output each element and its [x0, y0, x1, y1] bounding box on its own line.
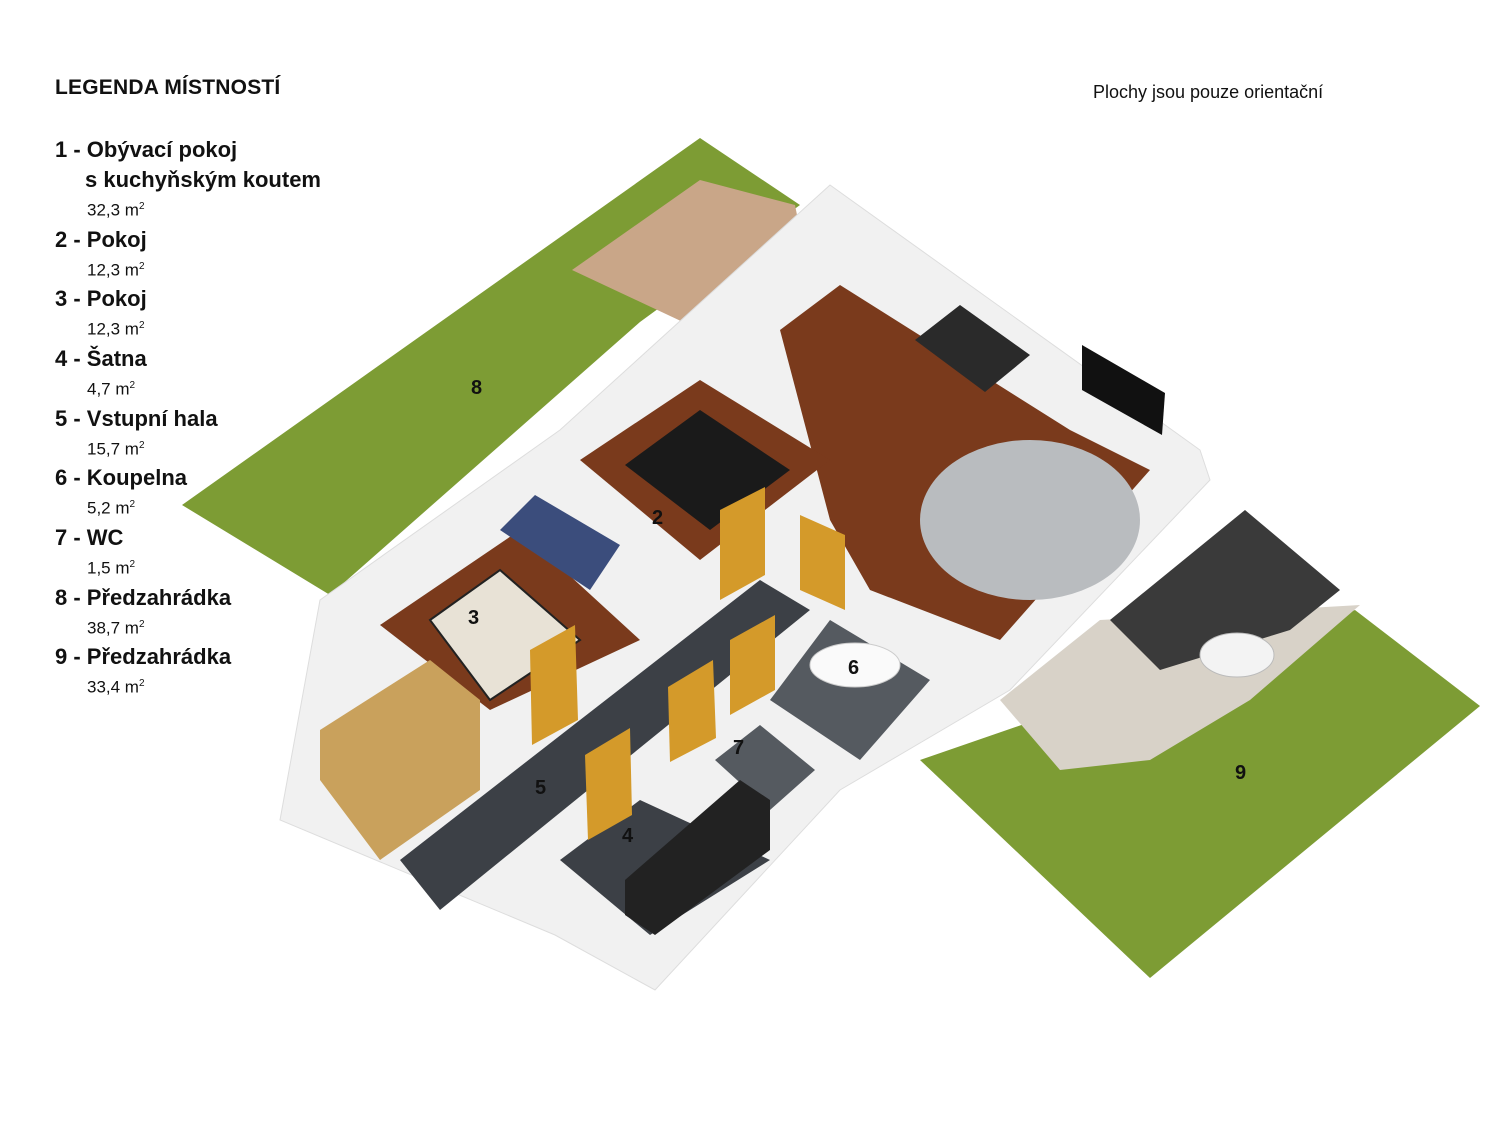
- legend-room-area: 4,7 m2: [87, 379, 136, 399]
- legend-room-area: 32,3 m2: [87, 200, 145, 220]
- legend-item-7: 7 - WC 1,5 m2: [55, 523, 321, 581]
- room-label-7: 7: [733, 737, 744, 759]
- outdoor-sofa: [1110, 510, 1340, 670]
- legend-item-5: 5 - Vstupní hala 15,7 m2: [55, 404, 321, 462]
- legend-room-name: 5 - Vstupní hala: [55, 405, 218, 431]
- wardrobe: [320, 660, 480, 860]
- legend-item-9: 9 - Předzahrádka 33,4 m2: [55, 642, 321, 700]
- dresser: [625, 780, 770, 935]
- room-6-floor: [770, 620, 930, 760]
- legend-item-6: 6 - Koupelna 5,2 m2: [55, 463, 321, 521]
- dining-table: [915, 305, 1030, 392]
- room-label-3: 3: [468, 607, 479, 629]
- tv: [1082, 345, 1165, 435]
- legend-room-name: 9 - Předzahrádka: [55, 644, 232, 670]
- patterned-rug: [428, 568, 582, 702]
- room-label-4: 4: [622, 825, 634, 847]
- bathtub: [809, 642, 901, 688]
- room-legend: 1 - Obývací pokoj s kuchyňským koutem 32…: [55, 135, 321, 702]
- room-label-8: 8: [471, 377, 482, 399]
- legend-room-name: 3 - Pokoj: [55, 286, 147, 312]
- round-rug: [920, 440, 1140, 600]
- door: [585, 728, 632, 840]
- legend-room-name: 1 - Obývací pokoj: [55, 137, 238, 162]
- garden-9: [920, 610, 1480, 978]
- room-label-2: 2: [652, 507, 663, 529]
- door: [668, 660, 716, 762]
- legend-item-4: 4 - Šatna 4,7 m2: [55, 344, 321, 402]
- legend-room-name: 7 - WC: [55, 524, 124, 550]
- legend-room-area: 33,4 m2: [87, 677, 145, 697]
- legend-item-2: 2 - Pokoj 12,3 m2: [55, 225, 321, 283]
- room-label-6: 6: [848, 657, 859, 679]
- legend-item-1: 1 - Obývací pokoj s kuchyňským koutem 32…: [55, 135, 321, 223]
- legend-room-name: 2 - Pokoj: [55, 226, 147, 252]
- legend-room-area: 38,7 m2: [87, 618, 145, 638]
- legend-room-area: 15,7 m2: [87, 439, 145, 459]
- door: [800, 515, 845, 610]
- legend-title: LEGENDA MÍSTNOSTÍ: [55, 76, 281, 99]
- room-label-5: 5: [535, 777, 546, 799]
- legend-room-name: 4 - Šatna: [55, 345, 147, 371]
- outdoor-table: [1199, 632, 1275, 678]
- door: [730, 615, 775, 715]
- legend-room-area: 12,3 m2: [87, 319, 145, 339]
- legend-item-3: 3 - Pokoj 12,3 m2: [55, 284, 321, 342]
- legend-room-area: 1,5 m2: [87, 558, 136, 578]
- legend-room-name: 6 - Koupelna: [55, 465, 188, 491]
- legend-item-8: 8 - Předzahrádka 38,7 m2: [55, 583, 321, 641]
- legend-room-area: 12,3 m2: [87, 260, 145, 280]
- door: [720, 487, 765, 600]
- room-label-9: 9: [1235, 762, 1246, 784]
- legend-room-name: 8 - Předzahrádka: [55, 584, 232, 610]
- door: [530, 625, 578, 745]
- room-7-floor: [715, 725, 815, 810]
- area-disclaimer: Plochy jsou pouze orientační: [1093, 82, 1324, 102]
- legend-room-name-cont: s kuchyňským koutem: [85, 167, 321, 192]
- legend-room-area: 5,2 m2: [87, 498, 136, 518]
- sofa: [500, 495, 620, 590]
